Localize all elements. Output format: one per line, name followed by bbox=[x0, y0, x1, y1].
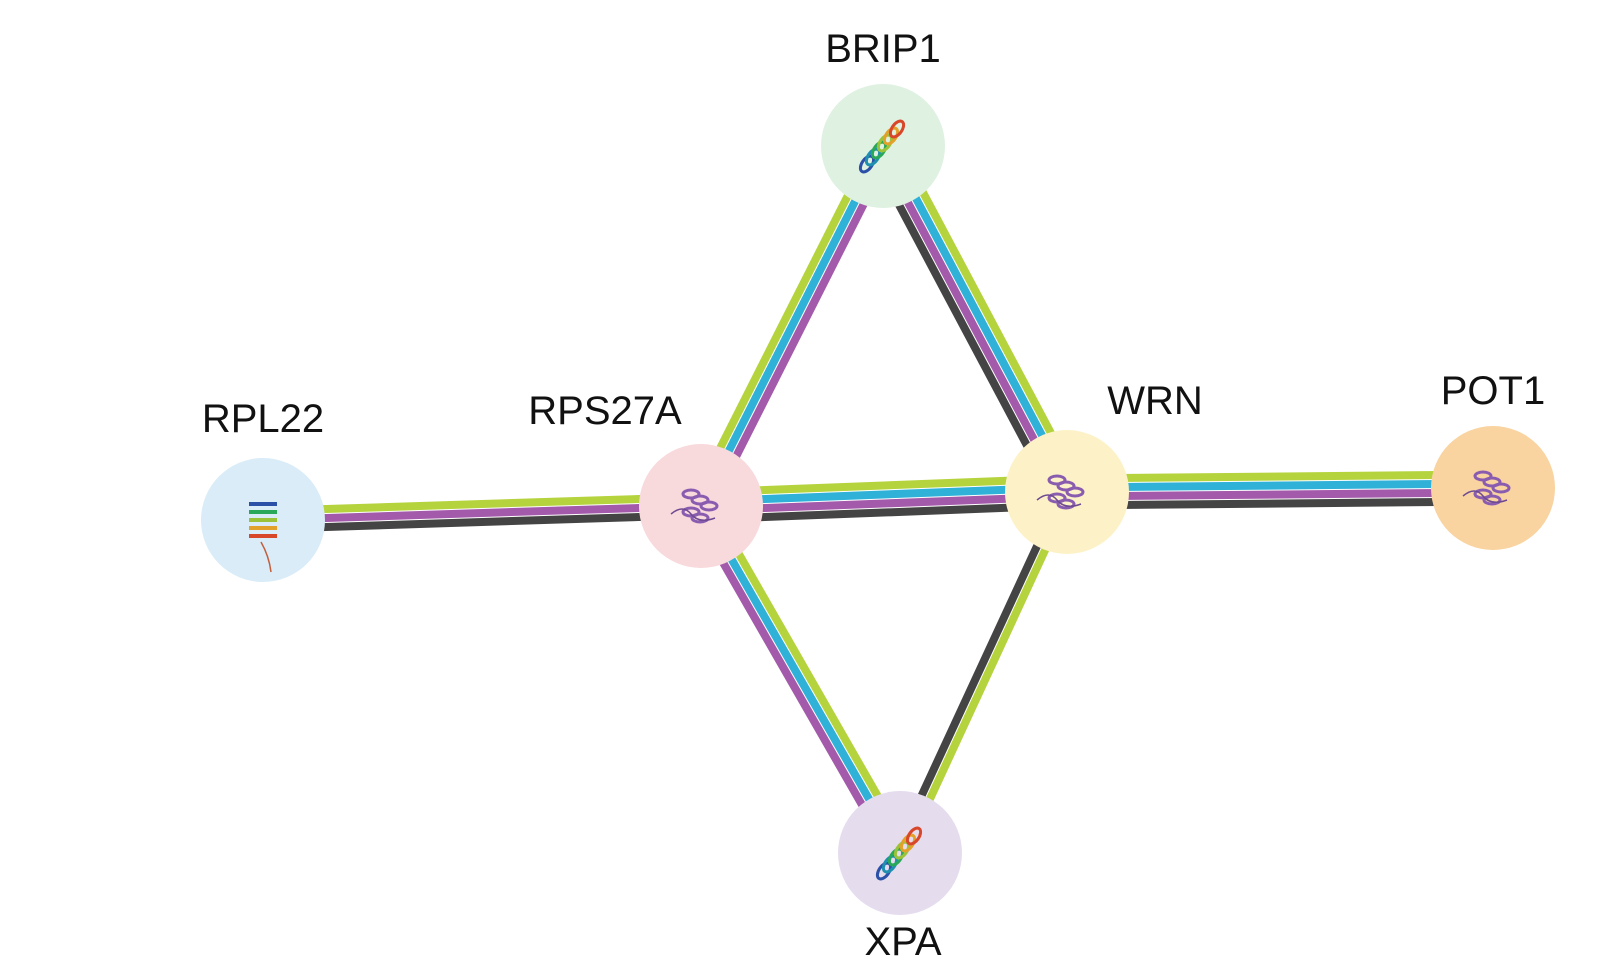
fold-segment bbox=[1491, 482, 1511, 494]
helix-turn bbox=[888, 119, 906, 139]
edge-strand-coexpression bbox=[1067, 488, 1494, 501]
node-xpa[interactable]: XPA bbox=[838, 791, 962, 962]
node-label: POT1 bbox=[1441, 369, 1545, 413]
protein-structure-icon bbox=[875, 826, 923, 881]
edge-strand-database bbox=[883, 142, 1075, 492]
node-label: WRN bbox=[1107, 379, 1203, 423]
edge-strand-experiments bbox=[1067, 497, 1494, 510]
fold-segment bbox=[681, 506, 701, 518]
edge-strand-experiments bbox=[892, 488, 1067, 853]
protein-structure-icon bbox=[1036, 474, 1085, 510]
node-brip1[interactable]: BRIP1 bbox=[821, 27, 945, 208]
edge-strand-textmining bbox=[262, 493, 701, 516]
coil bbox=[670, 508, 716, 521]
sheet-strand bbox=[249, 526, 277, 530]
edge-strand-coexpression bbox=[875, 146, 1067, 496]
node-rpl22[interactable]: RPL22 bbox=[201, 397, 325, 582]
fold-segment bbox=[1473, 470, 1493, 482]
fold-segment bbox=[690, 512, 710, 524]
helix-turn bbox=[905, 826, 923, 846]
edge-wrn-xpa[interactable] bbox=[892, 488, 1075, 857]
tail-coil bbox=[260, 541, 272, 573]
fold-segment bbox=[1473, 488, 1493, 500]
node-wrn[interactable]: WRN bbox=[1005, 379, 1203, 554]
edge-strand-coexpression bbox=[689, 508, 896, 860]
edge-rps27a-xpa[interactable] bbox=[689, 499, 912, 860]
helix-turn bbox=[882, 126, 900, 146]
sheet-strand bbox=[249, 534, 277, 538]
protein-structure-icon bbox=[249, 502, 277, 573]
node-rps27a[interactable]: RPS27A bbox=[528, 389, 763, 568]
fold-segment bbox=[1047, 474, 1067, 486]
edge-strand-textmining bbox=[705, 499, 912, 851]
node-label: RPL22 bbox=[202, 397, 324, 441]
edge-strand-textmining bbox=[891, 137, 1083, 488]
edge-strand-textmining bbox=[1066, 470, 1493, 483]
fold-segment bbox=[1482, 476, 1502, 488]
edge-strand-experiments bbox=[867, 150, 1059, 501]
protein-structure-icon bbox=[858, 119, 906, 174]
edge-strand-database bbox=[697, 144, 887, 508]
fold-segment bbox=[1065, 486, 1085, 498]
node-label: XPA bbox=[864, 920, 941, 962]
fold-segment bbox=[1482, 494, 1502, 506]
node-label: RPS27A bbox=[528, 389, 682, 433]
coil bbox=[1462, 490, 1508, 503]
edge-strand-coexpression bbox=[705, 148, 895, 512]
edge-strand-textmining bbox=[700, 474, 1067, 497]
edge-strand-experiments bbox=[701, 501, 1068, 524]
edge-rps27a-brip1[interactable] bbox=[689, 140, 895, 512]
fold-segment bbox=[1056, 480, 1076, 492]
sheet-strand bbox=[249, 518, 277, 522]
edge-brip1-wrn[interactable] bbox=[867, 137, 1083, 501]
node-pot1[interactable]: POT1 bbox=[1431, 369, 1555, 550]
protein-structure-icon bbox=[670, 488, 719, 524]
fold-segment bbox=[1047, 492, 1067, 504]
node-bubble bbox=[821, 84, 945, 208]
edge-wrn-pot1[interactable] bbox=[1066, 470, 1494, 510]
edge-strand-experiments bbox=[263, 510, 702, 533]
coil bbox=[1036, 494, 1082, 507]
node-bubble bbox=[838, 791, 962, 915]
fold-segment bbox=[1056, 498, 1076, 510]
edge-strand-database bbox=[1066, 479, 1493, 492]
fold-segment bbox=[690, 494, 710, 506]
fold-segment bbox=[699, 500, 719, 512]
edge-strand-textmining bbox=[900, 492, 1075, 857]
fold-segment bbox=[681, 488, 701, 500]
node-label: BRIP1 bbox=[825, 27, 941, 71]
edge-rpl22-rps27a[interactable] bbox=[262, 493, 702, 533]
sheet-strand bbox=[249, 502, 277, 506]
edge-strand-database bbox=[697, 504, 904, 855]
edge-strand-coexpression bbox=[262, 502, 702, 524]
helix-turn bbox=[899, 833, 917, 853]
sheet-strand bbox=[249, 510, 277, 514]
edge-layer bbox=[262, 137, 1494, 860]
edge-strand-textmining bbox=[689, 140, 879, 504]
protein-structure-icon bbox=[1462, 470, 1511, 506]
